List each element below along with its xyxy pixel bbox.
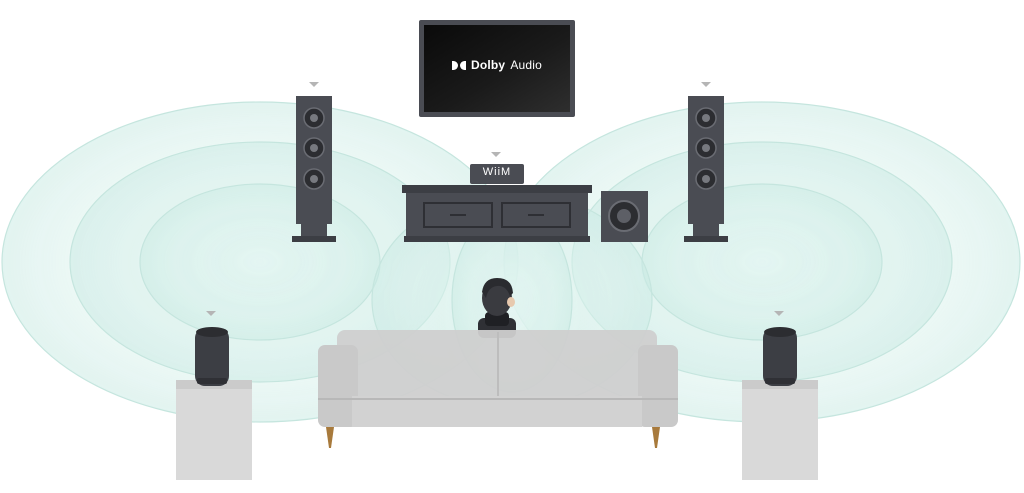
position-markers bbox=[206, 82, 784, 316]
wave-left-inner bbox=[139, 183, 381, 341]
left-tower-speaker bbox=[292, 96, 336, 242]
tv-logo: Dolby Audio bbox=[422, 58, 572, 72]
left-rear-speaker bbox=[176, 327, 252, 480]
position-marker-icon bbox=[701, 82, 711, 87]
dolby-double-d-icon bbox=[451, 60, 466, 70]
tv-brand: Dolby bbox=[470, 58, 506, 72]
wiim-streamer bbox=[470, 164, 524, 184]
subwoofer bbox=[601, 191, 648, 242]
position-marker-icon bbox=[774, 311, 784, 316]
tv-product: Audio bbox=[510, 58, 543, 72]
position-marker-icon bbox=[491, 152, 501, 157]
right-tower-speaker bbox=[684, 96, 728, 242]
position-marker-icon bbox=[309, 82, 319, 87]
sofa bbox=[318, 330, 678, 448]
television bbox=[419, 20, 575, 117]
position-marker-icon bbox=[206, 311, 216, 316]
media-console bbox=[402, 185, 592, 242]
streamer-label: WiiM bbox=[482, 166, 512, 178]
right-rear-speaker bbox=[742, 327, 818, 480]
wave-right-inner bbox=[641, 183, 883, 341]
